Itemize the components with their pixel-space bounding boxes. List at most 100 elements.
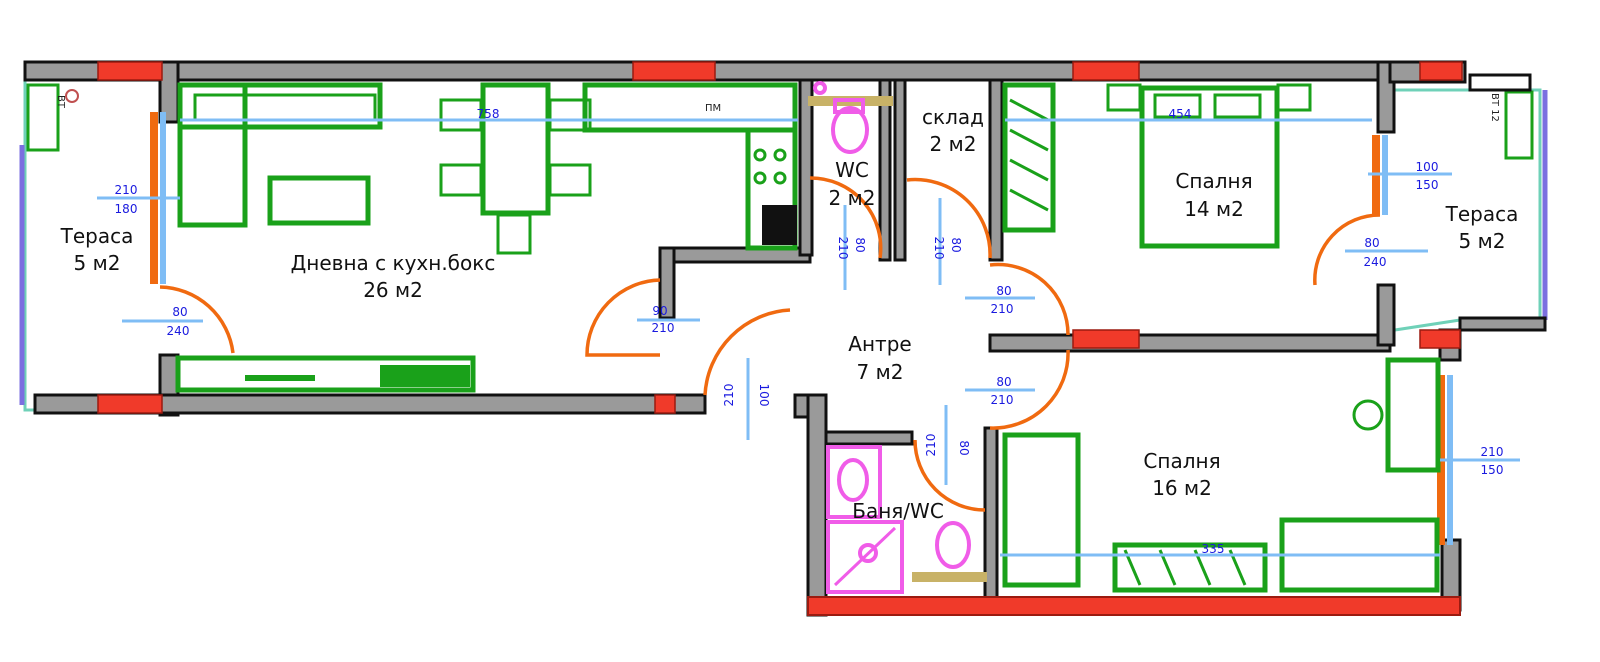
window-living-top [632,61,716,81]
door-terrace-right [1313,213,1381,286]
dim-storage-h: 210 [932,237,946,260]
wc-area: 2 м2 [829,186,876,210]
tv-unit-drawers [380,365,470,387]
door-storage [906,177,992,259]
vents: ВТ ВТ 12 [55,73,1532,122]
bedroom-top-area: 14 м2 [1184,197,1244,221]
shelf-hatch-3 [1009,158,1049,182]
terrace-right-outline [1394,88,1548,332]
vent-left-icon [65,89,79,103]
pillow-2 [1213,93,1262,119]
chair-2 [439,163,483,197]
wall-wc-left [798,78,814,257]
bedroom-top-furniture [1106,83,1534,249]
pillow-1 [1153,93,1202,119]
wall-wc-right [878,78,892,262]
dim-window-left-h: 180 [115,202,138,216]
wall-terrace-right-bottom [1458,316,1547,332]
dining-table [480,82,551,216]
wall-bottom-right [807,596,1461,616]
bedroom-bottom-name: Спалня [1143,449,1220,473]
door-bathroom [913,439,986,512]
door-wc [809,176,883,259]
wc-fixtures [808,81,893,154]
wall-bedrooms-partition [988,333,1392,353]
bathroom-fixtures [826,445,987,594]
bathroom-name: Баня/WC [852,499,944,523]
window-bedroom-top [1072,61,1140,81]
window-partition [1072,329,1140,349]
washbasin-bowl [837,458,869,502]
dim-bath-w: 80 [957,440,971,455]
window-terrace-left-top [97,61,163,81]
dim-door-left-h: 240 [167,324,190,338]
dim-bed-top-door-h: 210 [991,302,1014,316]
bath-shelf [912,572,987,582]
dim-door-right-w: 80 [1364,236,1379,250]
washbasin [826,445,882,519]
living-furniture: ПМ [26,82,798,393]
hob-ring-1 [753,148,767,162]
hall-name: Антре [848,332,911,356]
shower-diag [833,526,897,587]
dim-front-h: 210 [722,384,736,407]
door-living-entry [585,278,661,357]
bath-toilet [935,521,971,569]
dim-bedroom-top-width: 454 [1169,107,1192,121]
dim-window-right-top-w: 100 [1416,160,1439,174]
wall-bath-left [806,393,828,617]
tv [245,375,315,381]
dim-window-right-bottom-w: 210 [1481,445,1504,459]
terrace-left-area: 5 м2 [74,251,121,275]
hall-area: 7 м2 [857,360,904,384]
shelf-hatch-4 [1009,188,1049,212]
single-bed-left [1002,432,1081,588]
terrace-right-name: Тераса [1445,202,1519,226]
wall-top [23,60,1467,82]
dim-bath-h: 210 [924,434,938,457]
terrace-right-area: 5 м2 [1459,229,1506,253]
door-bedroom-bottom [989,349,1070,430]
wc-cistern [833,98,865,114]
dim-entry-h: 210 [652,321,675,335]
vent-right-label: ВТ 12 [1489,93,1500,122]
double-bed [1139,85,1280,249]
sofa-corner [177,82,248,228]
dim-wc-h: 210 [836,237,850,260]
dim-bed-bottom-door-h: 210 [991,393,1014,407]
shelf-hatch-2 [1009,128,1049,152]
terrace-left-name: Тераса [60,224,134,248]
terrace-right-cabinet [1504,90,1534,160]
storage-shelves [1002,82,1056,233]
dim-wc-w: 80 [853,237,867,252]
nightstand-1 [1106,83,1142,112]
wall-bath-top [824,430,914,446]
dimension-lines [97,118,1520,557]
dim-entry-w: 90 [652,304,667,318]
wall-right-mid [1376,283,1396,347]
shelf-hatch-1 [1009,98,1049,122]
window-terrace-right-top [1419,61,1463,81]
door-terrace-left [159,285,235,354]
room-labels: Тераса 5 м2 Дневна с кухн.бокс 26 м2 WC … [60,105,1519,523]
shower-drain [858,543,878,563]
storage-area: 2 м2 [930,132,977,156]
chair-5 [496,213,532,255]
walls [23,60,1547,617]
dim-door-left-w: 80 [172,305,187,319]
chair-3 [548,98,592,132]
shower [826,520,904,594]
wall-storage-left [893,78,907,262]
dim-bedroom-bottom-width: 335 [1202,542,1225,556]
dim-bed-bottom-door-w: 80 [996,375,1011,389]
dim-storage-w: 80 [949,237,963,252]
wc-toilet [831,106,869,154]
wall-entry-jamb [658,246,676,320]
oven [762,205,797,245]
window-right-corner [1419,329,1461,349]
vent-left-label: ВТ [55,95,66,109]
washing-machine-mark: ПМ [705,103,721,114]
door-bedroom-top [989,262,1070,336]
vent-right-box [1468,73,1532,92]
